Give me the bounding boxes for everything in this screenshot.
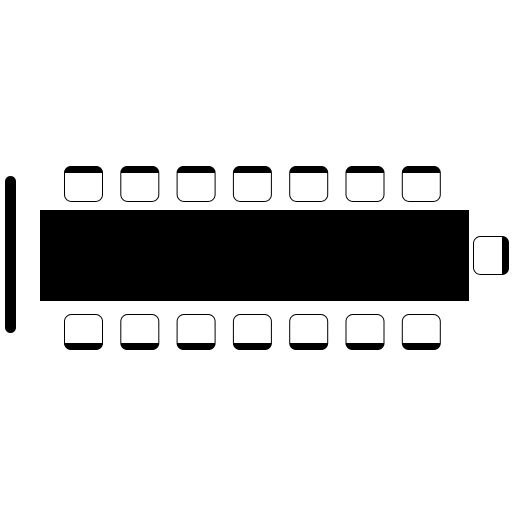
chair-bottom-3 xyxy=(176,314,216,350)
chair-top-2 xyxy=(120,166,160,202)
chair-top-6 xyxy=(345,166,385,202)
table xyxy=(40,210,469,301)
chair-top-1 xyxy=(64,166,103,202)
chair-top-4 xyxy=(232,166,272,202)
chair-bottom-1 xyxy=(64,314,103,350)
chair-top-3 xyxy=(176,166,216,202)
chair-end-right xyxy=(473,236,509,275)
chair-bottom-2 xyxy=(120,314,160,350)
chair-bottom-4 xyxy=(232,314,272,350)
chair-bottom-7 xyxy=(401,314,441,350)
chair-bottom-6 xyxy=(345,314,385,350)
chair-top-7 xyxy=(401,166,441,202)
chair-bottom-5 xyxy=(289,314,329,350)
wall-bar xyxy=(5,176,16,333)
chair-top-5 xyxy=(289,166,329,202)
